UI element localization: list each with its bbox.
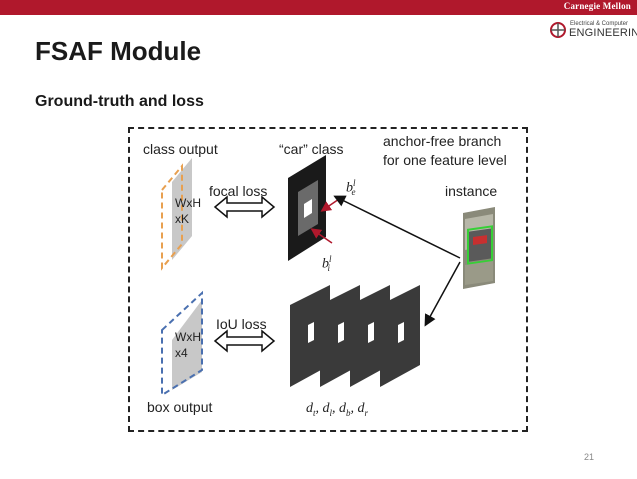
b-i-label: bli xyxy=(322,254,330,273)
instance-to-box-arrow xyxy=(426,262,460,324)
instance-image xyxy=(459,205,499,290)
page-number: 21 xyxy=(584,452,594,462)
box-dims-2: x4 xyxy=(175,346,188,360)
anchor-free-label-1: anchor-free branch xyxy=(383,133,501,149)
box-map-t-hole xyxy=(308,322,314,343)
box-map-b-hole xyxy=(368,322,374,343)
anchor-free-label-2: for one feature level xyxy=(383,152,507,168)
instance-to-class-arrow xyxy=(336,197,460,258)
class-dims-1: WxH xyxy=(175,196,201,210)
box-output-panel xyxy=(172,300,202,390)
box-regression-maps xyxy=(290,285,420,387)
class-dims-2: xK xyxy=(175,212,189,226)
focal-loss-label: focal loss xyxy=(209,183,267,199)
box-output-label: box output xyxy=(147,399,212,415)
iou-loss-label: IoU loss xyxy=(216,316,267,332)
distances-label: dt, dl, db, dr xyxy=(306,401,368,418)
b-e-label: ble xyxy=(346,178,356,197)
class-output-label: class output xyxy=(143,141,218,157)
box-map-r-hole xyxy=(398,322,404,343)
iou-loss-arrow xyxy=(215,331,274,351)
instance-label: instance xyxy=(445,183,497,199)
car-class-label: “car” class xyxy=(279,141,344,157)
focal-loss-arrow xyxy=(215,197,274,217)
box-map-l-hole xyxy=(338,322,344,343)
box-dims-1: WxH xyxy=(175,330,201,344)
